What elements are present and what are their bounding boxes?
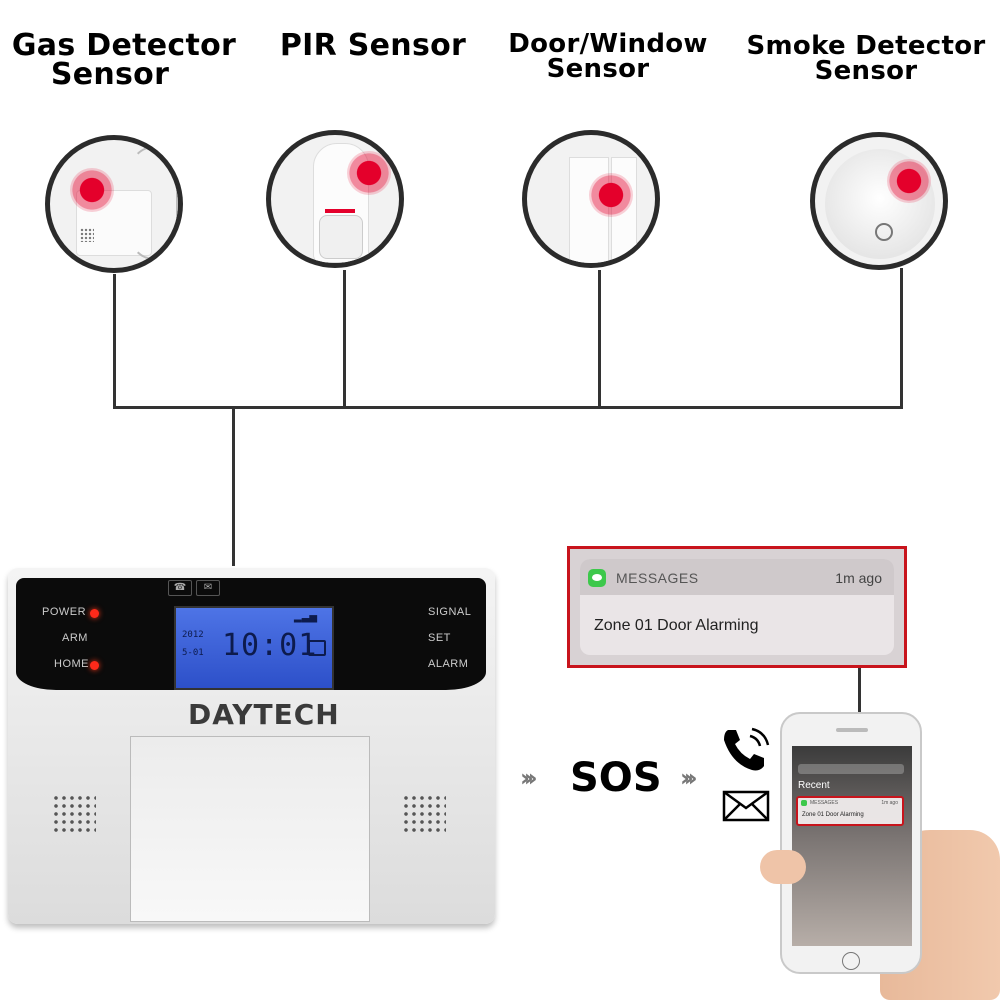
gas-speaker-grille — [80, 228, 94, 242]
door-alert-dot — [589, 173, 633, 217]
alarm-control-panel: POWER ARM HOME ☎ ✉ 2012 5-01 10:01 ▂▃▅ S… — [8, 568, 495, 924]
phone-messages-icon — [801, 800, 807, 806]
phone-screen: Recent MESSAGES 1m ago Zone 01 Door Alar… — [792, 746, 912, 946]
lcd-time: 10:01 — [222, 628, 318, 663]
smartphone: Recent MESSAGES 1m ago Zone 01 Door Alar… — [780, 712, 922, 974]
notification-time: 1m ago — [835, 570, 882, 586]
set-label: SET — [428, 632, 451, 644]
pir-red-stripe — [325, 209, 355, 213]
wire-bus-horizontal — [113, 406, 903, 409]
wire-door-down — [598, 270, 601, 408]
sos-arrows-right: ››› — [680, 764, 698, 792]
power-led — [90, 609, 99, 618]
notification-header: MESSAGES 1m ago — [580, 559, 894, 595]
door-window-sensor-image — [522, 130, 660, 268]
alarm-label: ALARM — [428, 658, 469, 670]
lcd-screen: 2012 5-01 10:01 ▂▃▅ — [174, 606, 334, 690]
left-speaker-grille — [52, 794, 96, 834]
pir-lens — [319, 215, 363, 259]
sos-arrows-left: ››› — [520, 764, 538, 792]
signal-icon: ▂▃▅ — [294, 612, 318, 623]
wire-gas-down — [113, 274, 116, 408]
keypad-cover — [130, 736, 370, 922]
smoke-title-line1: Smoke Detector — [746, 31, 986, 61]
phone-key-icon: ☎ — [168, 580, 192, 596]
phone-notif-app: MESSAGES — [810, 800, 839, 806]
lcd-year: 2012 — [182, 630, 204, 640]
gas-detector-cable — [130, 146, 178, 260]
envelope-icon — [722, 790, 770, 822]
gas-title-line1: Gas Detector — [11, 28, 237, 63]
smoke-alert-dot — [887, 159, 931, 203]
phone-notif-time: 1m ago — [881, 800, 898, 806]
arm-label: ARM — [62, 632, 88, 644]
message-key-icon: ✉ — [196, 580, 220, 596]
lcd-date: 5-01 — [182, 648, 204, 658]
phone-call-icon — [724, 727, 770, 771]
gas-sensor-title: Gas Detector Sensor — [0, 28, 248, 92]
smoke-title-line2: Sensor — [814, 55, 918, 86]
door-title-line2: Sensor — [546, 53, 650, 84]
notification-callout: MESSAGES 1m ago Zone 01 Door Alarming — [567, 546, 907, 668]
right-speaker-grille — [402, 794, 446, 834]
messages-app-icon — [588, 569, 606, 587]
phone-search-bar — [798, 764, 904, 774]
smoke-detector-vent — [875, 223, 893, 241]
phone-notif-body: Zone 01 Door Alarming — [802, 812, 864, 818]
sos-label: SOS — [570, 755, 662, 801]
notification-card: MESSAGES 1m ago Zone 01 Door Alarming — [580, 559, 894, 655]
phone-recent-label: Recent — [798, 780, 830, 791]
pir-alert-dot — [347, 151, 391, 195]
notification-body: Zone 01 Door Alarming — [594, 617, 759, 634]
power-label: POWER — [42, 606, 87, 618]
door-title-line1: Door/Window — [508, 29, 708, 59]
lock-icon — [308, 640, 326, 656]
signal-label: SIGNAL — [428, 606, 472, 618]
gas-title-line2: Sensor — [50, 56, 170, 92]
panel-display-strip: POWER ARM HOME ☎ ✉ 2012 5-01 10:01 ▂▃▅ S… — [16, 578, 486, 690]
brand-logo: DAYTECH — [188, 698, 340, 731]
gas-detector-image — [45, 135, 183, 273]
pir-sensor-title: PIR Sensor — [268, 28, 478, 63]
pir-sensor-image — [266, 130, 404, 268]
thumb — [760, 850, 806, 884]
smoke-detector-image — [810, 132, 948, 270]
smoke-sensor-title: Smoke Detector Sensor — [736, 31, 996, 86]
door-window-sensor-title: Door/Window Sensor — [500, 29, 716, 81]
wire-pir-down — [343, 270, 346, 408]
pir-title-line1: PIR Sensor — [279, 28, 467, 63]
phone-home-button — [842, 952, 860, 970]
home-led — [90, 661, 99, 670]
gas-alert-dot — [70, 168, 114, 212]
home-label: HOME — [54, 658, 89, 670]
phone-speaker-slot — [836, 728, 868, 732]
phone-notification: MESSAGES 1m ago Zone 01 Door Alarming — [796, 796, 904, 826]
wire-smoke-down — [900, 268, 903, 408]
notification-app-name: MESSAGES — [616, 570, 699, 586]
wire-to-panel — [232, 406, 235, 566]
